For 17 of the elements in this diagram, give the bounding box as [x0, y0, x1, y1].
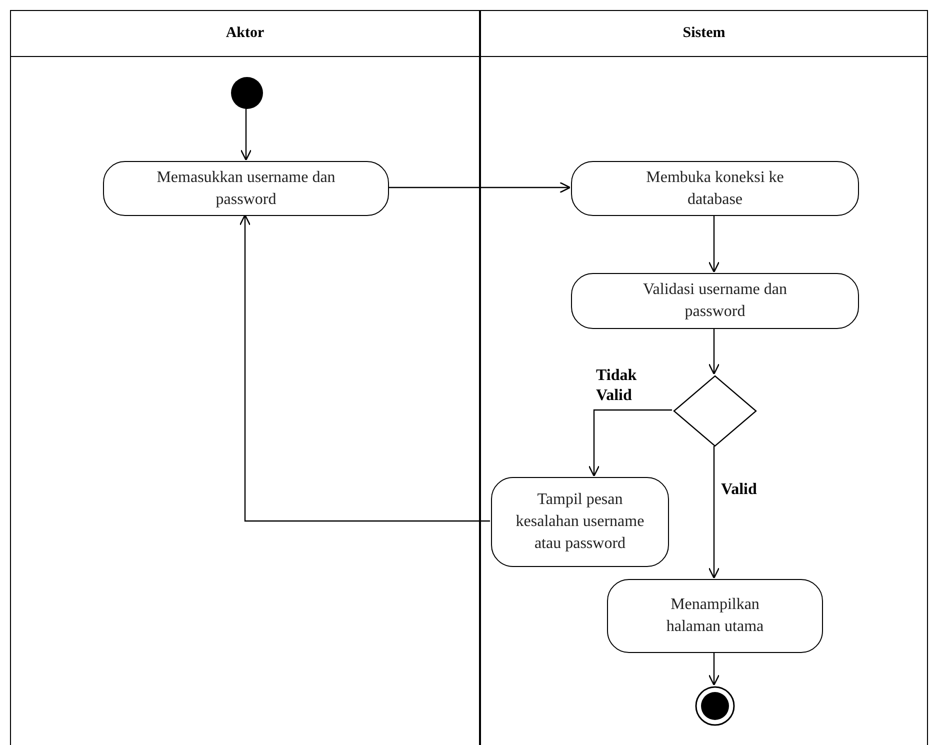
lane-title: Aktor — [226, 24, 264, 44]
activity-box: Menampilkan halaman utama — [607, 579, 823, 653]
arrow — [588, 409, 672, 477]
arrow — [708, 328, 720, 375]
activity-box: Membuka koneksi ke database — [571, 161, 859, 216]
arrow — [708, 446, 720, 579]
activity-box: Tampil pesan kesalahan username atau password — [491, 477, 669, 567]
activity-box: Memasukkan username dan password — [103, 161, 389, 216]
swimlane — [10, 10, 480, 745]
lane-title: Sistem — [682, 24, 726, 44]
arrow — [388, 182, 571, 194]
arrow — [240, 108, 252, 161]
swimlane — [480, 10, 928, 745]
arrow — [708, 215, 720, 273]
activity-box: Validasi username dan password — [571, 273, 859, 329]
arrow — [708, 652, 720, 686]
arrow — [239, 214, 490, 522]
